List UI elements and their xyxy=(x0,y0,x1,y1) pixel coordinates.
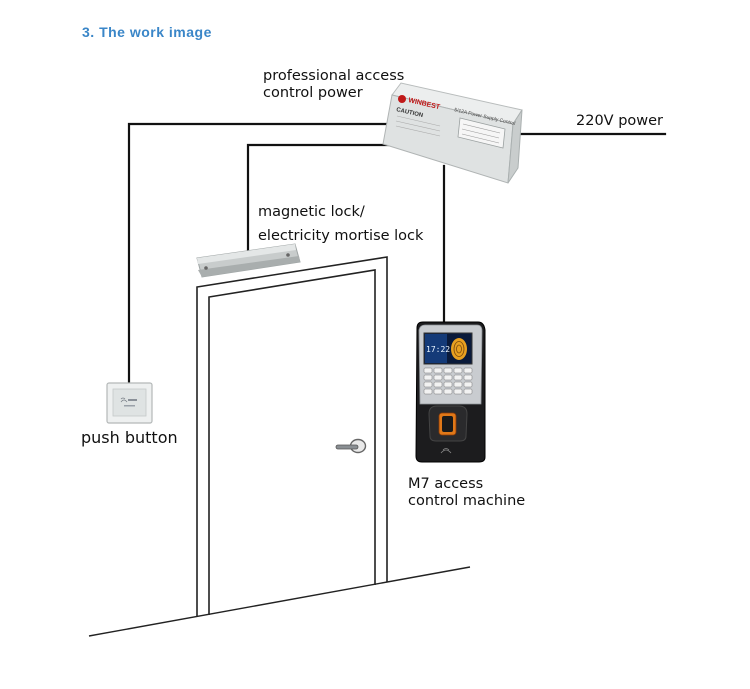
door-handle xyxy=(336,440,366,453)
machine-label-line-1: M7 access xyxy=(408,476,525,493)
mains-power-label: 220V power xyxy=(576,113,663,130)
machine-label-line-2: control machine xyxy=(408,493,525,510)
power-supply-label-line-2: control power xyxy=(263,85,404,102)
machine-label: M7 access control machine xyxy=(408,476,525,510)
door-leaf xyxy=(209,270,375,615)
power-supply-label: professional access control power xyxy=(263,68,404,102)
power-supply-label-line-1: professional access xyxy=(263,68,404,85)
lock-label-line-2: electricity mortise lock xyxy=(258,224,423,248)
door xyxy=(197,257,387,617)
lock-label: magnetic lock/ electricity mortise lock xyxy=(258,200,423,248)
floor-line xyxy=(89,567,470,636)
door-frame xyxy=(197,257,387,617)
lock-label-line-1: magnetic lock/ xyxy=(258,200,423,224)
push-button-label: push button xyxy=(81,429,178,446)
device-screen-time: 17:22 xyxy=(426,345,450,354)
m7-access-device: 17:22 xyxy=(416,322,485,462)
push-button-device xyxy=(107,383,152,423)
